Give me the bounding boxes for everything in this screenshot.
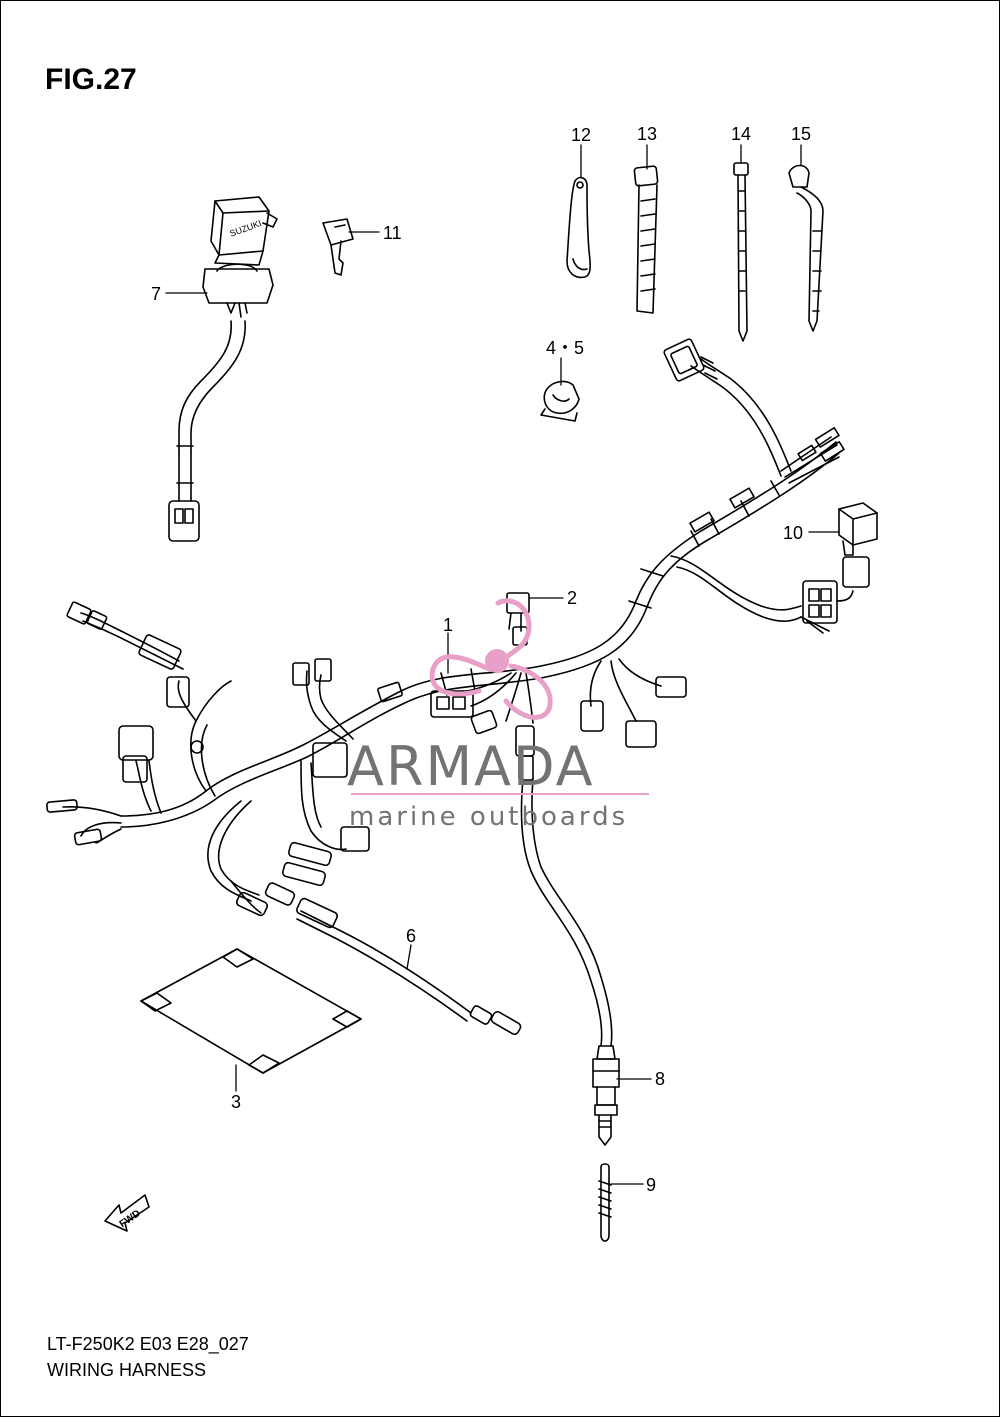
part-7-ignition-switch: SUZUKI (168, 196, 278, 542)
watermark-text: ARMADA marine outboards (347, 735, 649, 832)
part-15-clip-tie (788, 164, 824, 332)
figure-name: WIRING HARNESS (47, 1360, 207, 1380)
sensor-cable (520, 778, 613, 1047)
figure-title: FIG.27 (45, 63, 137, 96)
fwd-direction-marker: FWD (104, 1194, 150, 1232)
part-4-5-clip (540, 380, 580, 422)
callout-9: 9 (646, 1175, 656, 1195)
callout-13: 13 (637, 124, 657, 144)
part-9-strap (598, 1163, 612, 1242)
part-14-cable-tie (733, 162, 749, 342)
figure-code: LT-F250K2 E03 E28_027 (47, 1334, 249, 1354)
watermark-brand: ARMADA (347, 735, 595, 798)
part-8-sensor (592, 1045, 620, 1146)
harness-branch-upper-right (663, 338, 845, 533)
callout-12: 12 (571, 125, 591, 145)
part-3-label-sheet (140, 948, 362, 1074)
part-11-key (322, 218, 354, 276)
callout-labels: 1 2 3 4・5 6 7 8 9 10 11 12 13 14 15 (151, 124, 811, 1195)
callout-15: 15 (791, 124, 811, 144)
watermark-tagline: marine outboards (349, 802, 628, 832)
callout-11: 11 (383, 223, 402, 243)
part-6-lead (296, 897, 522, 1036)
callout-4-5: 4・5 (546, 338, 584, 358)
part-13-strap (633, 165, 659, 314)
part-12-clamp (566, 176, 591, 279)
callout-2: 2 (567, 588, 577, 608)
svg-text:SUZUKI: SUZUKI (228, 218, 262, 239)
callout-7: 7 (151, 284, 161, 304)
callout-3: 3 (231, 1092, 241, 1112)
watermark-logo-icon (429, 598, 553, 720)
harness-branch-left (46, 601, 403, 917)
callout-1: 1 (443, 615, 453, 635)
harness-branch-right (670, 555, 870, 634)
callout-8: 8 (655, 1069, 665, 1089)
callout-14: 14 (731, 124, 751, 144)
harness-center-cluster (430, 592, 687, 781)
leader-lines (165, 144, 840, 1185)
part-10-connector (838, 502, 878, 556)
callout-10: 10 (783, 523, 803, 543)
callout-6: 6 (406, 926, 416, 946)
